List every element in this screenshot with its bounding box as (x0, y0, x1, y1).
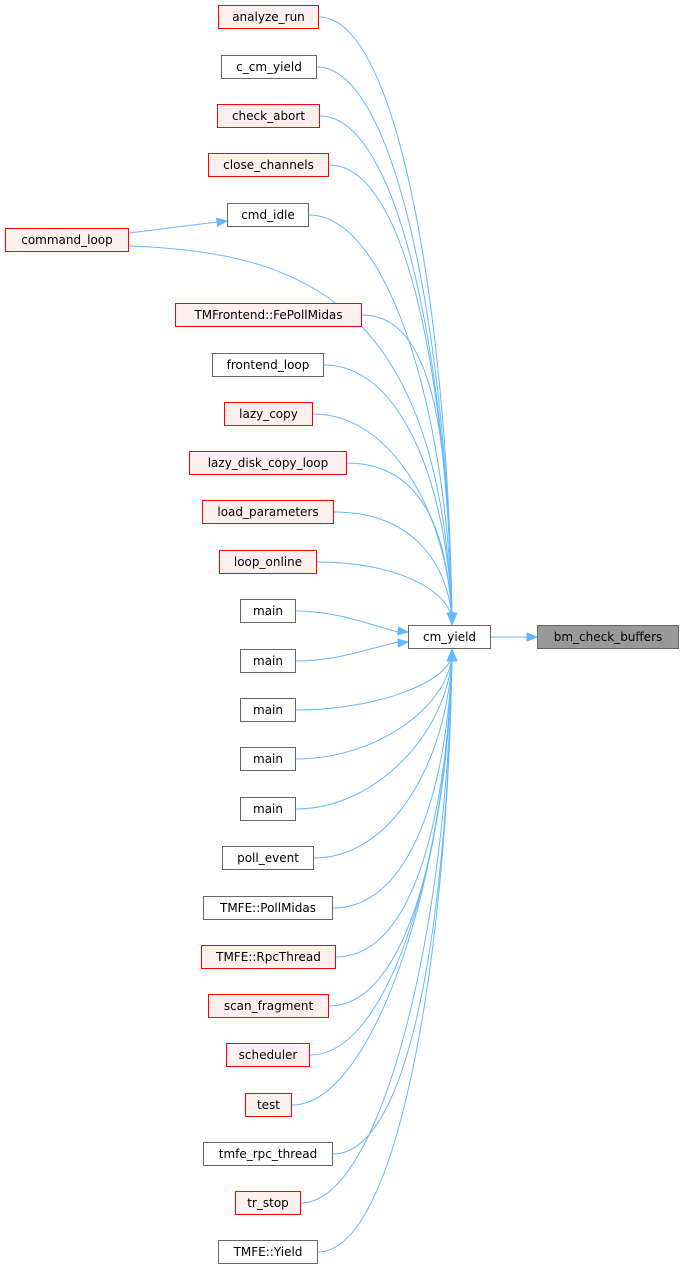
edge-caller-1 (316, 66, 453, 620)
node-tr-stop[interactable]: tr_stop (235, 1191, 301, 1215)
node-test[interactable]: test (245, 1093, 292, 1117)
edge-command-loop-cmd-idle (128, 221, 218, 234)
edge-caller-8 (346, 462, 453, 620)
node-c-cm-yield[interactable]: c_cm_yield (221, 55, 317, 79)
edge-caller-14 (295, 654, 453, 760)
edge-caller-20 (309, 654, 453, 1056)
node-analyze-run[interactable]: analyze_run (218, 5, 319, 29)
node-tmfe-yield[interactable]: TMFE::Yield (218, 1240, 318, 1264)
node-scheduler[interactable]: scheduler (226, 1043, 310, 1067)
edge-caller-12 (295, 641, 399, 662)
edge-caller-6 (323, 364, 453, 620)
edge-caller-0 (318, 16, 453, 620)
edge-caller-23 (300, 654, 453, 1204)
node-cm-yield[interactable]: cm_yield (408, 625, 491, 649)
node-tmfe-rpcthread[interactable]: TMFE::RpcThread (201, 945, 336, 969)
node-main-1[interactable]: main (240, 599, 296, 623)
edge-caller-2 (319, 115, 453, 620)
node-close-channels[interactable]: close_channels (208, 153, 329, 177)
node-main-5[interactable]: main (240, 797, 296, 821)
arrowhead-cm-yield-left-lower (397, 638, 410, 648)
edge-caller-16 (313, 654, 453, 859)
arrowhead-cm-yield-bottom (446, 647, 458, 662)
edge-caller-18 (335, 654, 453, 958)
edge-caller-13 (295, 654, 453, 711)
node-loop-online[interactable]: loop_online (219, 550, 317, 574)
edge-caller-10 (316, 561, 453, 620)
edge-caller-5 (361, 314, 453, 620)
node-frontend-loop[interactable]: frontend_loop (212, 353, 324, 377)
node-main-4[interactable]: main (240, 747, 296, 771)
node-check-abort[interactable]: check_abort (217, 104, 320, 128)
edge-caller-15 (295, 654, 453, 810)
node-tmfrontend-fepollmidas[interactable]: TMFrontend::FePollMidas (175, 303, 362, 327)
node-lazy-disk-copy-loop[interactable]: lazy_disk_copy_loop (189, 451, 347, 475)
edge-caller-22 (332, 654, 453, 1155)
edge-caller-4 (308, 214, 453, 620)
arrowhead-cm-yield-left-upper (397, 626, 410, 636)
edge-caller-11 (295, 610, 399, 633)
node-command-loop[interactable]: command_loop (5, 228, 129, 252)
arrowhead-bm-check-buffers (526, 632, 539, 642)
edge-caller-24 (317, 654, 453, 1253)
node-main-3[interactable]: main (240, 698, 296, 722)
arrowhead-cmd-idle (216, 217, 229, 227)
node-load-parameters[interactable]: load_parameters (202, 500, 334, 524)
edge-caller-19 (328, 654, 453, 1007)
edge-caller-21 (291, 654, 453, 1106)
node-tmfe-pollmidas[interactable]: TMFE::PollMidas (203, 896, 333, 920)
node-poll-event[interactable]: poll_event (222, 846, 314, 870)
node-bm-check-buffers: bm_check_buffers (537, 625, 679, 649)
node-lazy-copy[interactable]: lazy_copy (224, 402, 313, 426)
node-cmd-idle[interactable]: cmd_idle (227, 203, 309, 227)
arrowhead-cm-yield-top (446, 612, 458, 627)
node-scan-fragment[interactable]: scan_fragment (208, 994, 329, 1018)
edge-caller-17 (332, 654, 453, 909)
edge-caller-9 (333, 511, 453, 620)
node-main-2[interactable]: main (240, 649, 296, 673)
node-tmfe-rpc-thread[interactable]: tmfe_rpc_thread (203, 1142, 333, 1166)
edge-caller-3 (328, 164, 453, 620)
